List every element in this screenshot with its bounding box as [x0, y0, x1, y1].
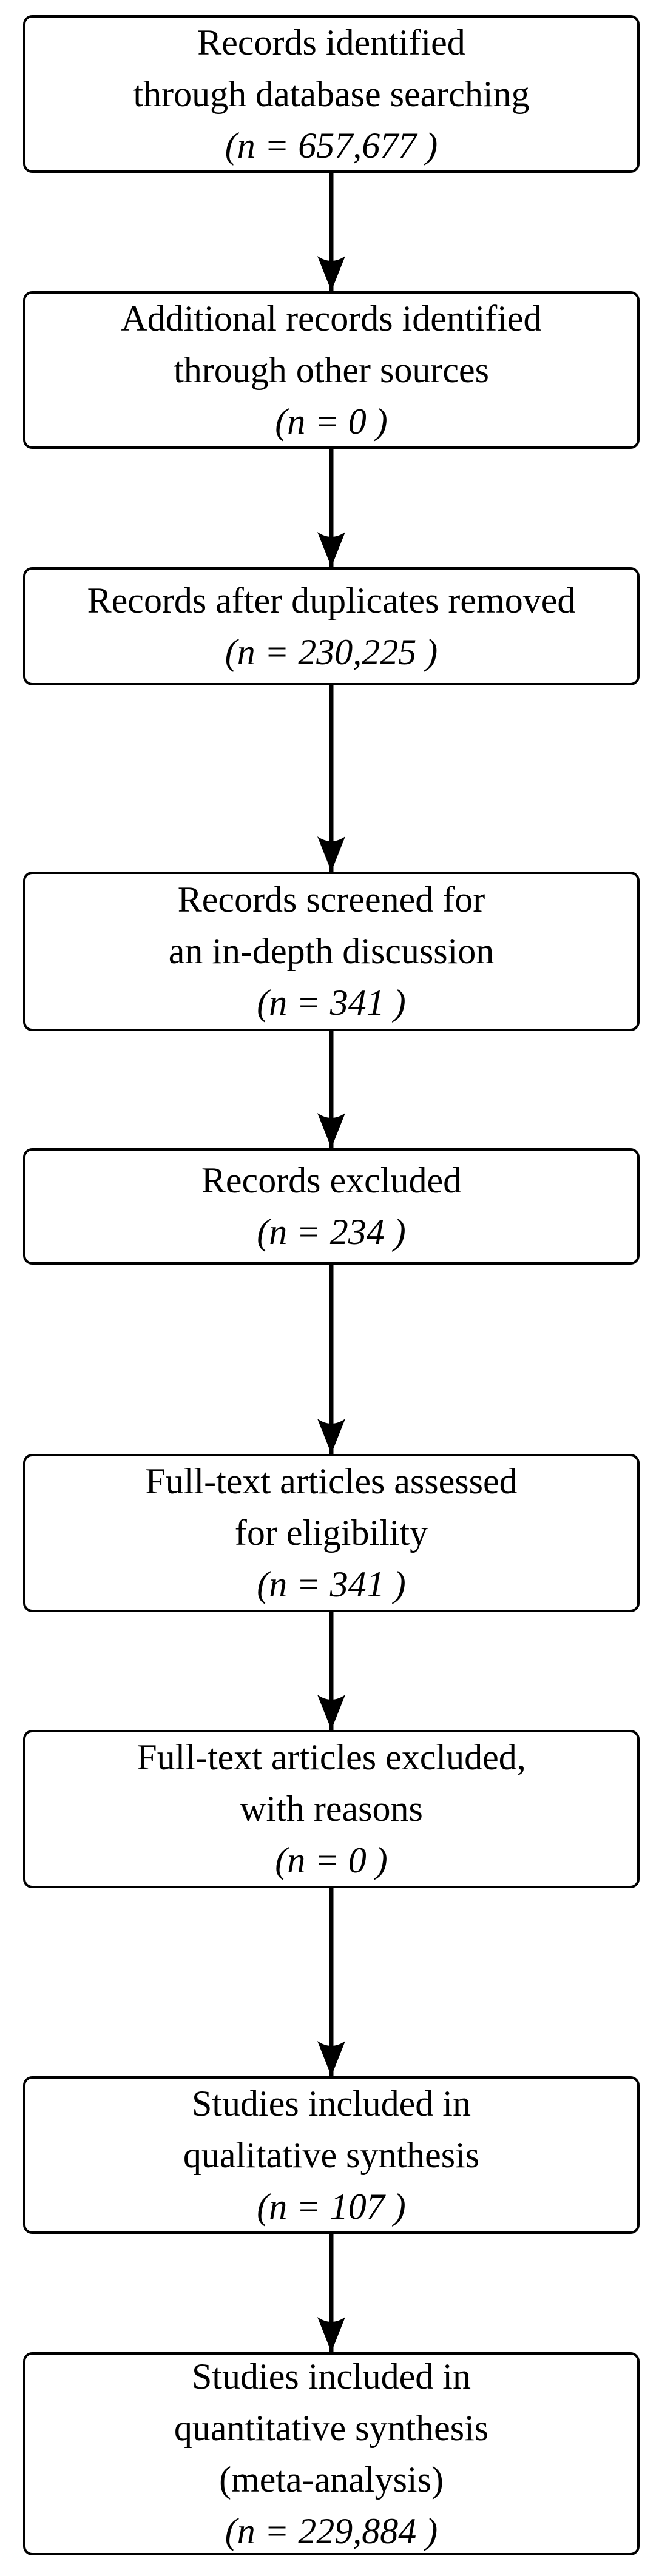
box-fulltext-assessed: Full-text articles assessed for eligibil… [23, 1454, 640, 1612]
box-count-label: (n = 107 ) [257, 2186, 406, 2227]
box-count-label: (n = 657,677 ) [225, 125, 438, 166]
box-text-line: Records excluded [201, 1160, 462, 1200]
arrowhead-icon [317, 1419, 345, 1454]
arrowhead-icon [317, 532, 345, 567]
box-records-screened: Records screened for an in-depth discuss… [23, 872, 640, 1031]
box-fulltext-excluded: Full-text articles excluded, with reason… [23, 1730, 640, 1888]
arrow-stem [329, 685, 334, 872]
box-quantitative-synthesis: Studies included in quantitative synthes… [23, 2352, 640, 2555]
box-text-line: an in-depth discussion [168, 931, 495, 971]
flow-arrow-down-icon [317, 1612, 345, 1730]
box-text-line: Records identified [197, 22, 465, 62]
box-text-line: Full-text articles assessed [145, 1461, 518, 1501]
arrowhead-icon [317, 1113, 345, 1148]
box-count-label: (n = 229,884 ) [225, 2510, 438, 2551]
arrow-stem [329, 1031, 334, 1148]
flow-arrow-down-icon [317, 449, 345, 567]
box-text-line: Records after duplicates removed [87, 580, 576, 620]
arrowhead-icon [317, 2317, 345, 2352]
box-text-line: Additional records identified [121, 298, 542, 338]
box-count-label: (n = 230,225 ) [225, 631, 438, 672]
arrow-stem [329, 449, 334, 567]
box-after-duplicates-removed: Records after duplicates removed (n = 23… [23, 567, 640, 685]
box-additional-records: Additional records identified through ot… [23, 291, 640, 449]
box-text-line: Records screened for [177, 879, 485, 920]
arrowhead-icon [317, 836, 345, 872]
box-text-line: quantitative synthesis [174, 2407, 489, 2448]
box-count-label: (n = 0 ) [275, 401, 388, 442]
arrowhead-icon [317, 256, 345, 291]
box-text-line: Studies included in [192, 2083, 471, 2124]
flow-arrow-down-icon [317, 685, 345, 872]
box-count-label: (n = 341 ) [257, 1564, 406, 1604]
arrowhead-icon [317, 1695, 345, 1730]
box-records-excluded: Records excluded (n = 234 ) [23, 1148, 640, 1265]
arrow-stem [329, 173, 334, 291]
box-qualitative-synthesis: Studies included in qualitative synthesi… [23, 2076, 640, 2234]
box-text-line: through database searching [133, 73, 530, 114]
flow-arrow-down-icon [317, 173, 345, 291]
arrow-stem [329, 1265, 334, 1454]
box-text-line: with reasons [240, 1789, 423, 1829]
flow-arrow-down-icon [317, 1265, 345, 1454]
flow-arrow-down-icon [317, 1888, 345, 2076]
box-text-line: Studies included in [192, 2356, 471, 2396]
arrowhead-icon [317, 2041, 345, 2076]
arrow-stem [329, 1888, 334, 2076]
box-count-label: (n = 341 ) [257, 983, 406, 1023]
box-records-identified: Records identified through database sear… [23, 15, 640, 173]
flow-arrow-down-icon [317, 1031, 345, 1148]
box-text-line: Full-text articles excluded, [137, 1737, 526, 1777]
arrow-stem [329, 2234, 334, 2352]
box-text-line: for eligibility [234, 1513, 428, 1553]
box-text-line: through other sources [174, 349, 489, 390]
arrow-stem [329, 1612, 334, 1730]
box-count-label: (n = 0 ) [275, 1840, 388, 1880]
box-text-line: (meta-analysis) [219, 2459, 444, 2500]
box-text-line: qualitative synthesis [183, 2134, 480, 2175]
flow-arrow-down-icon [317, 2234, 345, 2352]
box-count-label: (n = 234 ) [257, 1212, 406, 1252]
